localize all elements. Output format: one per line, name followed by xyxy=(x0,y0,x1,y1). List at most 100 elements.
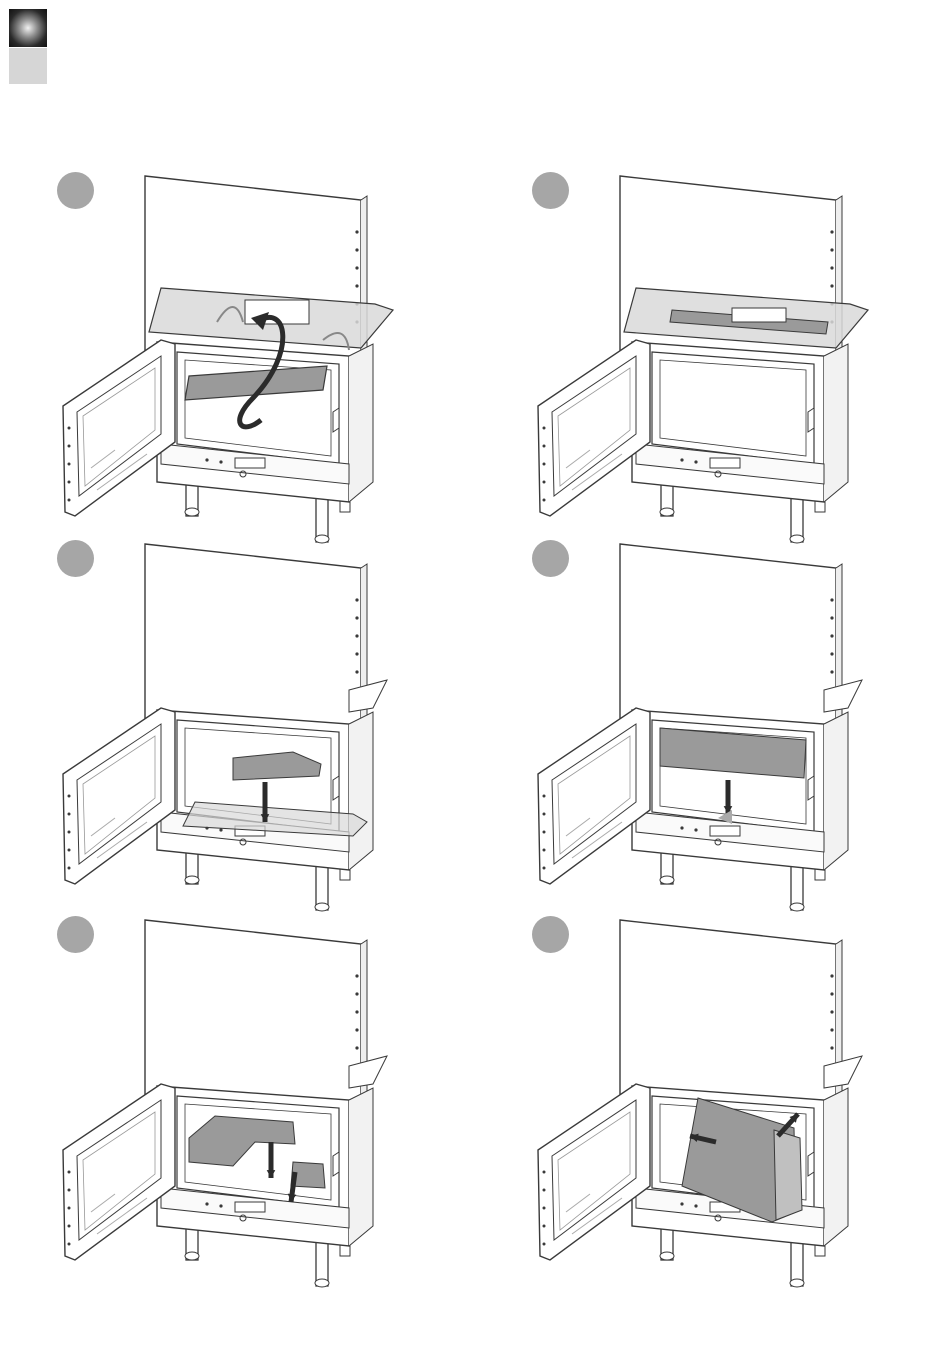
rivet xyxy=(205,458,208,461)
door-rivet xyxy=(68,481,71,484)
rivet xyxy=(205,1202,208,1205)
leg-foot xyxy=(790,903,804,911)
door-rivet xyxy=(543,1189,546,1192)
rivet xyxy=(830,670,833,673)
rivet xyxy=(680,458,683,461)
leg-foot xyxy=(660,876,674,884)
firebox-side xyxy=(349,1088,373,1246)
door-rivet xyxy=(543,481,546,484)
rivet xyxy=(355,974,358,977)
latch xyxy=(710,458,740,468)
rivet xyxy=(355,230,358,233)
door-rivet xyxy=(543,463,546,466)
latch xyxy=(235,1202,265,1212)
door-rivet xyxy=(68,795,71,798)
door-rivet xyxy=(543,831,546,834)
door-rivet xyxy=(68,849,71,852)
door-rivet xyxy=(543,1243,546,1246)
rivet xyxy=(355,616,358,619)
leg-foot xyxy=(185,876,199,884)
rivet xyxy=(830,1028,833,1031)
door-rivet xyxy=(543,867,546,870)
rivet xyxy=(830,1046,833,1049)
firebox-side xyxy=(349,712,373,870)
door-rivet xyxy=(543,1171,546,1174)
rivet xyxy=(830,652,833,655)
color-marker-dark xyxy=(9,9,47,47)
rivet xyxy=(830,1010,833,1013)
handle xyxy=(808,408,814,432)
step-panel-4 xyxy=(532,540,950,910)
firebox-side xyxy=(349,344,373,502)
rivet xyxy=(830,248,833,251)
side-panel-edge xyxy=(774,1130,802,1220)
door-rivet xyxy=(68,831,71,834)
handle xyxy=(808,776,814,800)
door-rivet xyxy=(543,1207,546,1210)
color-marker-light xyxy=(9,48,47,84)
rivet xyxy=(830,284,833,287)
fireplace-insert-illustration xyxy=(57,540,477,910)
fireplace-insert-illustration xyxy=(57,916,477,1286)
door-rivet xyxy=(68,867,71,870)
handle xyxy=(333,1152,339,1176)
rivet xyxy=(355,1028,358,1031)
door-rivet xyxy=(68,463,71,466)
rivet xyxy=(694,460,697,463)
door-rivet xyxy=(543,445,546,448)
step-panel-5 xyxy=(57,916,477,1286)
rivet xyxy=(355,248,358,251)
fireplace-insert-illustration xyxy=(57,172,477,542)
door-rivet xyxy=(68,499,71,502)
rivet xyxy=(355,284,358,287)
door-rivet xyxy=(68,445,71,448)
rivet xyxy=(355,598,358,601)
leg-foot xyxy=(185,508,199,516)
rivet xyxy=(355,266,358,269)
door-rivet xyxy=(543,795,546,798)
door-rivet xyxy=(543,499,546,502)
rivet xyxy=(830,992,833,995)
rivet xyxy=(355,992,358,995)
latch xyxy=(710,826,740,836)
rivet xyxy=(830,598,833,601)
door-rivet xyxy=(68,813,71,816)
door-rivet xyxy=(68,427,71,430)
firebox-side xyxy=(824,712,848,870)
rivet xyxy=(219,828,222,831)
fireplace-insert-illustration xyxy=(532,172,950,542)
fireplace-insert-illustration xyxy=(532,916,950,1286)
step-panel-2 xyxy=(532,172,950,542)
rivet xyxy=(830,230,833,233)
door-rivet xyxy=(543,427,546,430)
rivet xyxy=(355,670,358,673)
rivet xyxy=(355,634,358,637)
firebox-side xyxy=(824,344,848,502)
step-panel-3 xyxy=(57,540,477,910)
door-rivet xyxy=(543,1225,546,1228)
leg-foot xyxy=(790,1279,804,1287)
rivet xyxy=(219,1204,222,1207)
leg-foot xyxy=(660,1252,674,1260)
door-rivet xyxy=(68,1225,71,1228)
leg-foot xyxy=(660,508,674,516)
door-rivet xyxy=(68,1207,71,1210)
firebox-side xyxy=(824,1088,848,1246)
rivet xyxy=(694,1204,697,1207)
leg-foot xyxy=(185,1252,199,1260)
door-rivet xyxy=(68,1243,71,1246)
door-rivet xyxy=(543,849,546,852)
latch xyxy=(235,458,265,468)
rivet xyxy=(355,1010,358,1013)
rivet xyxy=(830,616,833,619)
handle xyxy=(808,1152,814,1176)
rivet xyxy=(680,1202,683,1205)
rivet xyxy=(355,1046,358,1049)
leg-foot xyxy=(315,1279,329,1287)
rivet xyxy=(219,460,222,463)
top-plate-opening xyxy=(732,308,786,322)
rivet xyxy=(355,652,358,655)
rivet xyxy=(830,266,833,269)
rivet xyxy=(694,828,697,831)
rivet xyxy=(680,826,683,829)
